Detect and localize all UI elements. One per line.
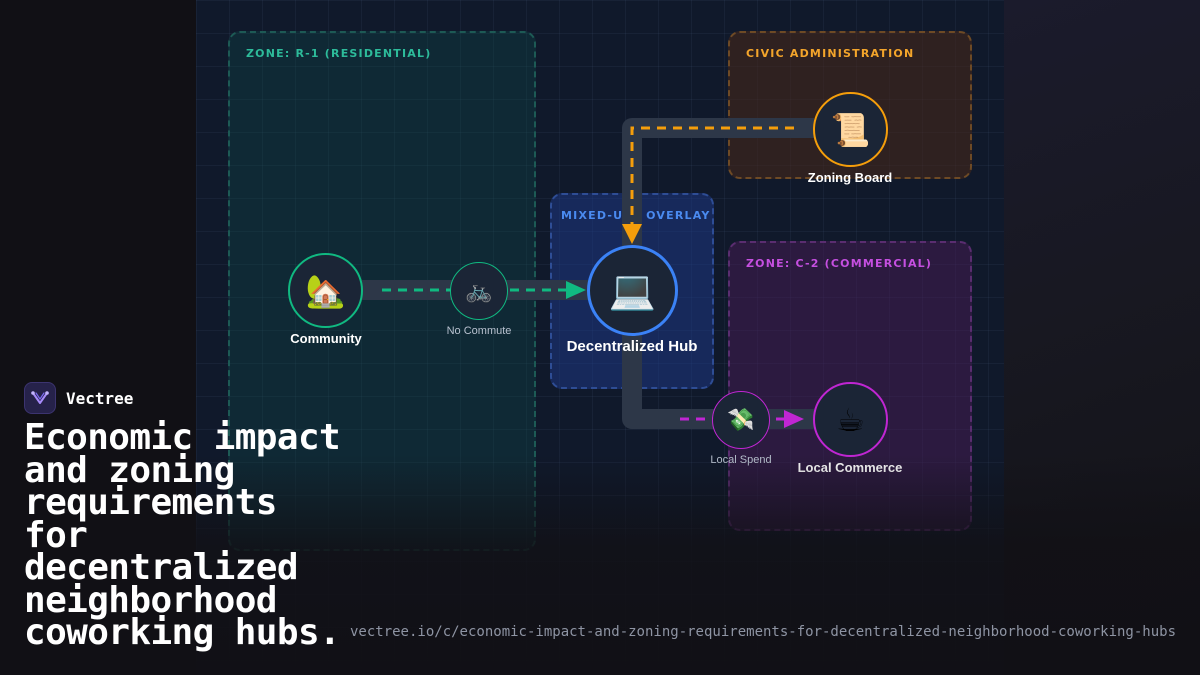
local-commerce-node[interactable]: ☕: [813, 382, 888, 457]
brand-name: Vectree: [66, 388, 134, 408]
scroll-icon: 📜: [830, 110, 871, 149]
zoning-board-label: Zoning Board: [807, 170, 893, 185]
hub-label: Decentralized Hub: [566, 338, 698, 355]
track-zoning-hub: [622, 118, 814, 246]
headline: Economic impact and zoning requirements …: [24, 417, 341, 653]
local-spend-label: Local Spend: [710, 454, 772, 466]
zoning-board-node[interactable]: 📜: [813, 92, 888, 167]
community-node[interactable]: 🏡: [288, 253, 363, 328]
page-url[interactable]: vectree.io/c/economic-impact-and-zoning-…: [349, 624, 1176, 640]
laptop-icon: 💻: [608, 268, 657, 312]
zone-commercial-label: ZONE: C-2 (COMMERCIAL): [746, 257, 933, 270]
arrow-community-hub: [566, 281, 586, 299]
arrow-zoning-hub: [622, 224, 642, 244]
zone-residential-label: ZONE: R-1 (RESIDENTIAL): [246, 47, 432, 60]
local-commerce-label: Local Commerce: [797, 460, 903, 475]
flow-zoning-hub: [630, 126, 794, 226]
bicycle-icon: 🚲: [465, 278, 493, 304]
money-wings-icon: 💸: [727, 407, 755, 433]
local-spend-node[interactable]: 💸: [712, 391, 770, 449]
community-label: Community: [290, 331, 362, 346]
coffee-icon: ☕: [836, 400, 865, 439]
house-icon: 🏡: [305, 271, 346, 310]
no-commute-node[interactable]: 🚲: [450, 262, 508, 320]
zone-civic-label: CIVIC ADMINISTRATION: [746, 47, 915, 60]
arrow-spend-commerce: [784, 410, 804, 428]
vectree-logo-icon: [24, 382, 56, 414]
brand: Vectree: [24, 382, 133, 414]
no-commute-label: No Commute: [446, 325, 512, 337]
hub-node[interactable]: 💻: [587, 245, 678, 336]
